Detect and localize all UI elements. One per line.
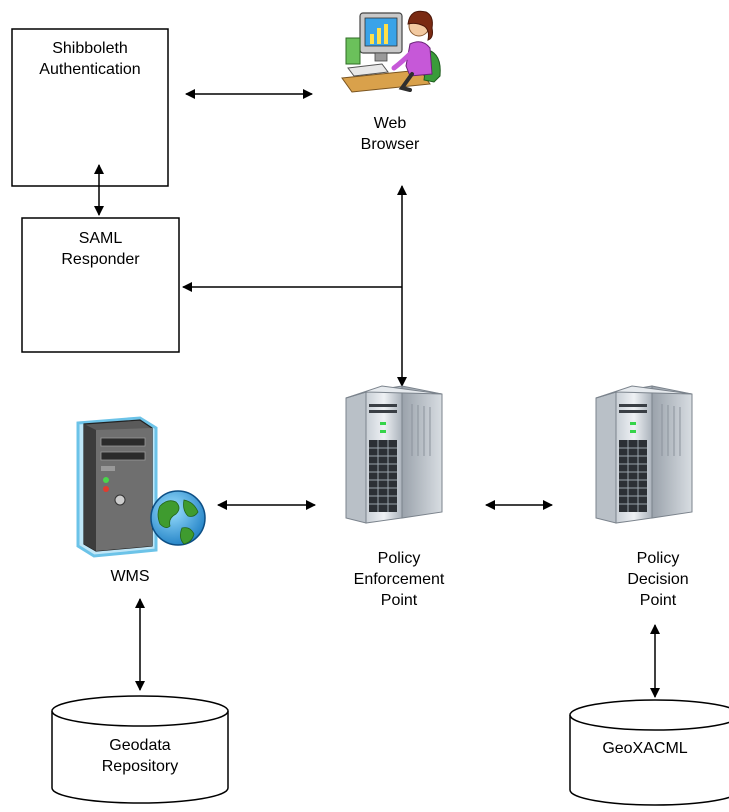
pdp-label: Policy Decision Point bbox=[608, 548, 708, 611]
label-line: SAML bbox=[78, 230, 123, 247]
label-line: Shibboleth bbox=[52, 40, 128, 57]
geoxacml-cylinder bbox=[569, 699, 729, 806]
server-rack-icon bbox=[345, 385, 443, 524]
shibboleth-box bbox=[11, 28, 169, 187]
label-line: Policy bbox=[636, 550, 680, 567]
user-at-computer-icon bbox=[341, 10, 441, 93]
label-line: Responder bbox=[61, 251, 140, 268]
saml-responder-label: SAML Responder bbox=[22, 228, 179, 270]
label-line: Decision bbox=[627, 571, 689, 588]
geodata-label: Geodata Repository bbox=[80, 735, 200, 777]
server-rack-icon bbox=[595, 385, 693, 524]
label-line: Point bbox=[380, 592, 418, 609]
label-line: WMS bbox=[110, 568, 150, 585]
label-line: Browser bbox=[360, 136, 420, 153]
geodata-repository-cylinder bbox=[51, 695, 229, 804]
label-line: Repository bbox=[101, 758, 179, 775]
pep-label: Policy Enforcement Point bbox=[339, 548, 459, 611]
shibboleth-label: Shibboleth Authentication bbox=[12, 38, 168, 80]
label-line: Geodata bbox=[109, 737, 171, 754]
saml-responder-box bbox=[21, 217, 180, 353]
label-line: Authentication bbox=[39, 61, 141, 78]
geoxacml-label: GeoXACML bbox=[585, 738, 705, 759]
label-line: Web bbox=[373, 115, 407, 132]
server-globe-icon bbox=[76, 416, 206, 558]
label-line: Policy bbox=[377, 550, 421, 567]
label-line: Point bbox=[639, 592, 677, 609]
wms-label: WMS bbox=[100, 566, 160, 587]
label-line: GeoXACML bbox=[602, 740, 688, 757]
web-browser-label: Web Browser bbox=[350, 113, 430, 155]
label-line: Enforcement bbox=[353, 571, 445, 588]
